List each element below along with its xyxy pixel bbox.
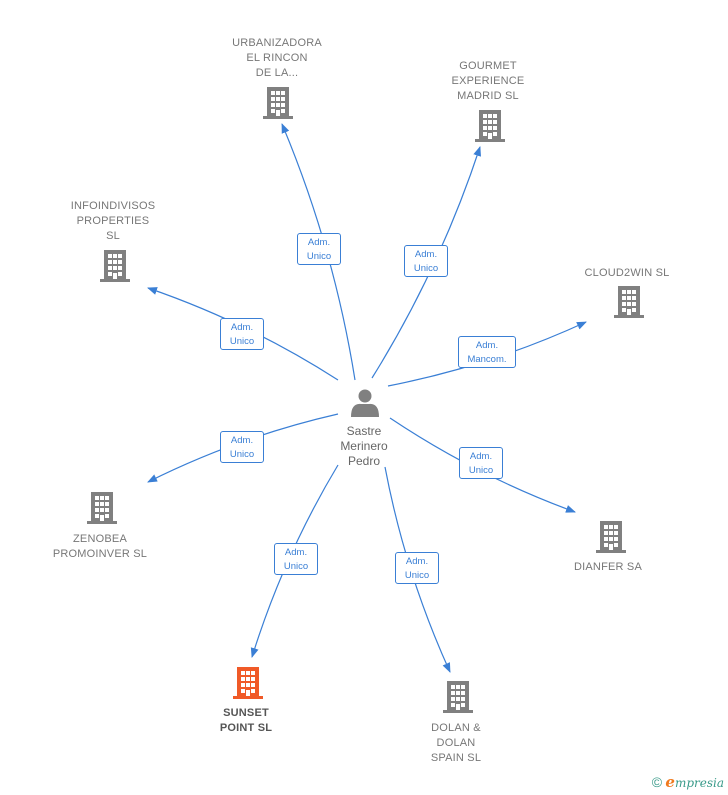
company-label-sunset[interactable]: SUNSET POINT SL bbox=[176, 706, 316, 736]
role-line: Adm. bbox=[475, 340, 499, 351]
company-label-gourmet[interactable]: GOURMET EXPERIENCE MADRID SL bbox=[418, 59, 558, 104]
building-icon-dolan[interactable] bbox=[443, 681, 473, 713]
role-line: Unico bbox=[306, 251, 332, 262]
role-line: Unico bbox=[229, 449, 255, 460]
company-label-cloud2win[interactable]: CLOUD2WIN SL bbox=[557, 266, 697, 281]
company-label-line: EXPERIENCE bbox=[451, 75, 525, 87]
role-box-cloud2win[interactable]: Adm. Mancom. bbox=[458, 336, 516, 368]
company-label-line: PROMOINVER SL bbox=[52, 548, 148, 560]
building-icon-urbanizadora[interactable] bbox=[263, 87, 293, 119]
role-box-zenobea[interactable]: Adm. Unico bbox=[220, 431, 264, 463]
company-label-line: SPAIN SL bbox=[430, 752, 482, 764]
person-name-line: Pedro bbox=[347, 454, 381, 468]
role-box-dianfer[interactable]: Adm. Unico bbox=[459, 447, 503, 479]
role-box-infoindivisos[interactable]: Adm. Unico bbox=[220, 318, 264, 350]
footer-brand: © empresia bbox=[652, 773, 724, 791]
role-box-dolan[interactable]: Adm. Unico bbox=[395, 552, 439, 584]
role-line: Unico bbox=[413, 263, 439, 274]
role-line: Adm. bbox=[469, 451, 493, 462]
company-label-dolan[interactable]: DOLAN & DOLAN SPAIN SL bbox=[386, 721, 526, 766]
company-label-line: URBANIZADORA bbox=[232, 37, 322, 49]
role-line: Mancom. bbox=[467, 354, 507, 365]
company-label-urbanizadora[interactable]: URBANIZADORA EL RINCON DE LA... bbox=[207, 36, 347, 81]
company-label-line: POINT SL bbox=[219, 722, 273, 734]
company-label-line: GOURMET bbox=[459, 60, 517, 72]
company-label-zenobea[interactable]: ZENOBEA PROMOINVER SL bbox=[30, 532, 170, 562]
role-box-gourmet[interactable]: Adm. Unico bbox=[404, 245, 448, 277]
company-label-line: SUNSET bbox=[223, 707, 269, 719]
copyright-icon: © bbox=[651, 774, 663, 790]
building-icon-gourmet[interactable] bbox=[475, 110, 505, 142]
company-label-line: SL bbox=[106, 230, 120, 242]
role-line: Unico bbox=[404, 570, 430, 581]
brand-logo-e: e bbox=[665, 773, 675, 791]
person-name-line: Sastre bbox=[346, 424, 382, 438]
company-label-line: DOLAN & bbox=[431, 722, 481, 734]
building-icon-sunset[interactable] bbox=[233, 667, 263, 699]
company-label-line: DIANFER SA bbox=[573, 561, 642, 573]
role-line: Adm. bbox=[230, 435, 254, 446]
role-line: Adm. bbox=[307, 237, 331, 248]
role-box-sunset[interactable]: Adm. Unico bbox=[274, 543, 318, 575]
role-line: Unico bbox=[283, 561, 309, 572]
role-line: Unico bbox=[229, 336, 255, 347]
role-line: Adm. bbox=[230, 322, 254, 333]
company-label-line: DOLAN bbox=[436, 737, 476, 749]
building-icon-dianfer[interactable] bbox=[596, 521, 626, 553]
role-box-urbanizadora[interactable]: Adm. Unico bbox=[297, 233, 341, 265]
company-label-line: PROPERTIES bbox=[76, 215, 150, 227]
role-line: Adm. bbox=[405, 556, 429, 567]
brand-logo-text: mpresia bbox=[674, 776, 724, 790]
building-icon-cloud2win[interactable] bbox=[614, 286, 644, 318]
company-label-infoindivisos[interactable]: INFOINDIVISOS PROPERTIES SL bbox=[43, 199, 183, 244]
company-label-line: DE LA... bbox=[255, 67, 299, 79]
person-name-line: Merinero bbox=[340, 439, 388, 453]
company-label-line: EL RINCON bbox=[246, 52, 308, 64]
company-label-dianfer[interactable]: DIANFER SA bbox=[538, 560, 678, 575]
company-label-line: MADRID SL bbox=[457, 90, 519, 102]
company-label-line: ZENOBEA bbox=[73, 533, 127, 545]
person-icon[interactable] bbox=[351, 389, 379, 418]
role-line: Adm. bbox=[284, 547, 308, 558]
company-label-line: CLOUD2WIN SL bbox=[584, 267, 670, 279]
building-icon-zenobea[interactable] bbox=[87, 492, 117, 524]
role-line: Unico bbox=[468, 465, 494, 476]
company-label-line: INFOINDIVISOS bbox=[70, 200, 156, 212]
building-icon-infoindivisos[interactable] bbox=[100, 250, 130, 282]
role-line: Adm. bbox=[414, 249, 438, 260]
